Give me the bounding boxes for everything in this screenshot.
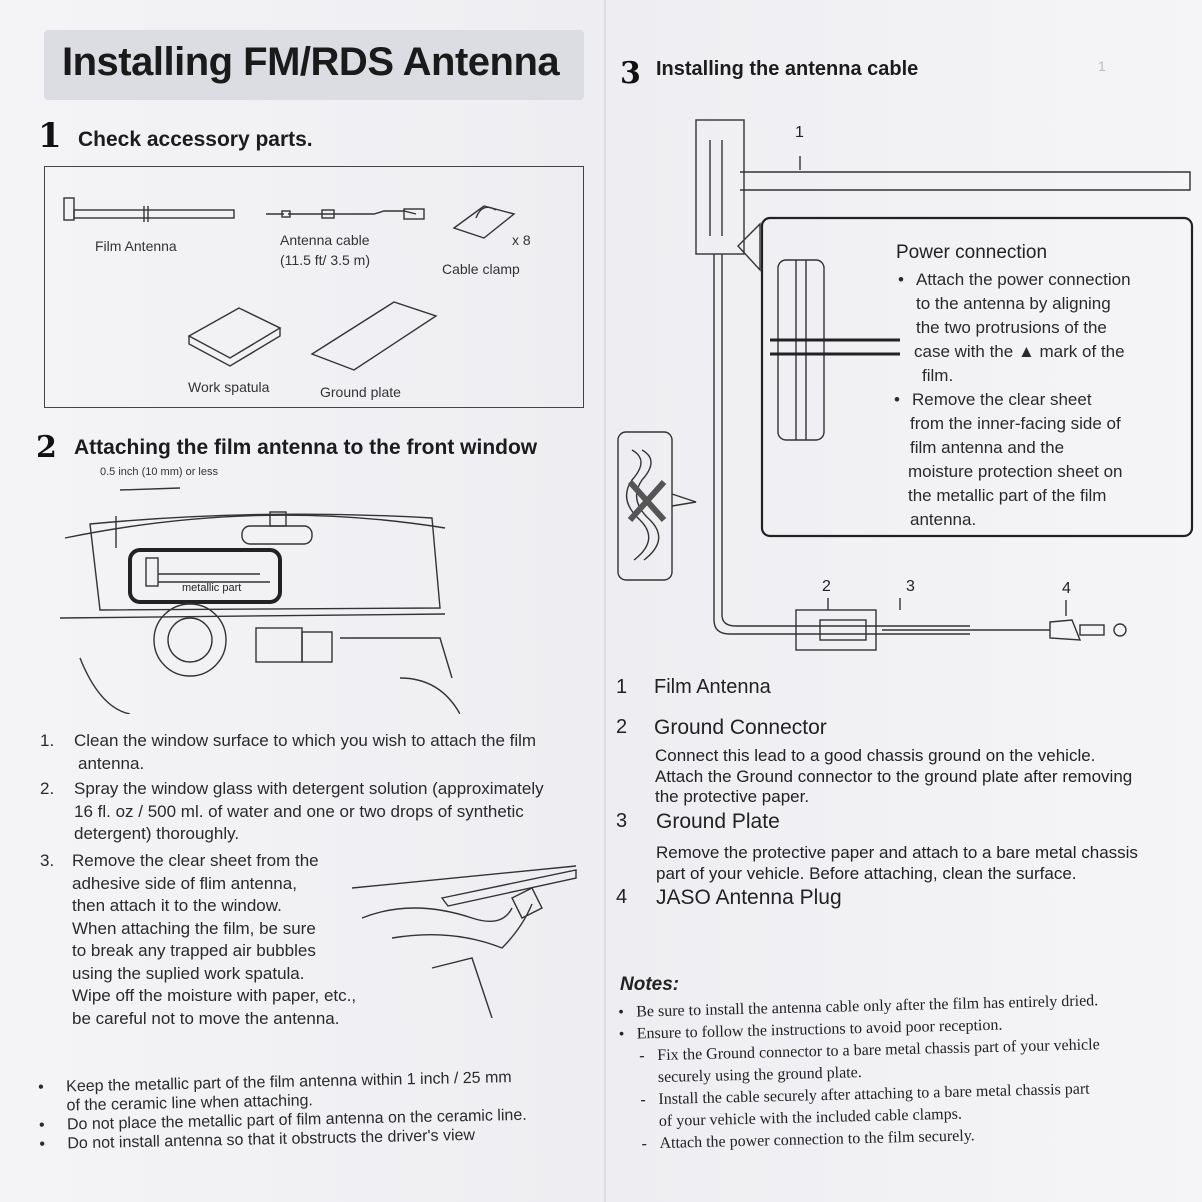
instruction-3-text: Remove the clear sheet from the adhesive… xyxy=(72,850,356,1030)
notes-heading: Notes: xyxy=(620,974,680,995)
callout-line: film antenna and the xyxy=(910,438,1065,457)
cable-installation-diagram xyxy=(617,119,1194,651)
instruction-3-line: Remove the clear sheet from the xyxy=(72,851,319,870)
diagram-label-4: 4 xyxy=(1062,580,1071,597)
page-title: Installing FM/RDS Antenna xyxy=(62,40,560,84)
instruction-1-line: Clean the window surface to which you wi… xyxy=(74,731,537,750)
legend-desc-line: Attach the Ground connector to the groun… xyxy=(655,766,1133,786)
metallic-part-label: metallic part xyxy=(182,582,242,594)
instruction-2-number: 2. xyxy=(40,779,55,798)
bullet-dot-icon: • xyxy=(894,390,900,409)
step3-heading: Installing the antenna cable xyxy=(656,58,919,80)
note-subtext: Attach the power connection to the film … xyxy=(659,1127,975,1153)
step1-heading: Check accessory parts. xyxy=(78,128,313,151)
instruction-3-line: using the suplied work spatula. xyxy=(72,963,305,983)
film-antenna-icon xyxy=(63,197,235,222)
ground-plate-label: Ground plate xyxy=(320,384,401,400)
legend-1-number: 1 xyxy=(616,676,628,698)
legend-3-number: 3 xyxy=(616,810,628,832)
instruction-2-line: Spray the window glass with detergent so… xyxy=(74,779,544,798)
instruction-2-text: Spray the window glass with detergent so… xyxy=(74,778,544,846)
instruction-3-line: be careful not to move the antenna. xyxy=(72,1008,340,1028)
legend-1-title: Film Antenna xyxy=(654,676,771,698)
dimension-note: 0.5 inch (10 mm) or less xyxy=(100,466,218,478)
diagram-label-1: 1 xyxy=(795,124,804,141)
instruction-3-line: to break any trapped air bubbles xyxy=(72,941,316,960)
bullet-dot-icon: • xyxy=(38,1078,44,1096)
bullet-notes: •Keep the metallic part of the film ante… xyxy=(38,1068,527,1154)
step1-number: 1 xyxy=(38,116,62,156)
legend-4-number: 4 xyxy=(616,886,628,908)
bullet-dot-icon: • xyxy=(39,1135,46,1153)
callout-line: the metallic part of the film xyxy=(908,486,1107,505)
legend-desc-line: Connect this lead to a good chassis grou… xyxy=(655,746,1096,765)
notes-list: •Be sure to install the antenna cable on… xyxy=(618,990,1102,1156)
page-fold xyxy=(604,0,606,1202)
diagram-label-3: 3 xyxy=(906,578,915,595)
instruction-2-line: 16 fl. oz / 500 ml. of water and one or … xyxy=(74,801,524,821)
page-mark: 1 xyxy=(1098,58,1106,74)
instruction-3-line: then attach it to the window. xyxy=(72,896,282,915)
callout-line: Remove the clear sheet xyxy=(912,390,1092,409)
callout-bullet: • Attach the power connection xyxy=(896,268,1131,292)
power-connection-title: Power connection xyxy=(896,242,1048,263)
legend-desc-line: part of your vehicle. Before attaching, … xyxy=(656,864,1077,883)
instruction-1-number: 1. xyxy=(40,731,55,750)
bullet-dot-icon: • xyxy=(898,270,904,289)
applying-film-illustration xyxy=(352,865,577,1018)
dash-icon: - xyxy=(639,1047,645,1065)
callout-line: from the inner-facing side of xyxy=(910,414,1121,433)
film-antenna-label: Film Antenna xyxy=(95,238,177,254)
legend-3-description: Remove the protective paper and attach t… xyxy=(656,842,1138,884)
accessory-parts-illustration xyxy=(63,197,516,371)
legend-2-title: Ground Connector xyxy=(654,716,827,739)
power-connection-text: • Attach the power connection to the ante… xyxy=(894,268,1131,532)
cable-clamp-icon xyxy=(452,205,516,239)
cable-clamp-quantity: x 8 xyxy=(512,232,531,248)
bullet-dot-icon: • xyxy=(38,1116,45,1134)
legend-4-title: JASO Antenna Plug xyxy=(656,886,842,909)
antenna-cable-label: Antenna cable xyxy=(280,232,370,248)
title-banner xyxy=(44,30,584,100)
bullet-dot-icon: • xyxy=(618,1003,625,1021)
callout-line: moisture protection sheet on xyxy=(908,462,1123,481)
work-spatula-label: Work spatula xyxy=(188,379,270,395)
instruction-3-line: adhesive side of flim antenna, xyxy=(72,873,297,893)
callout-bullet: • Remove the clear sheet xyxy=(894,388,1131,412)
legend-desc-line: the protective paper. xyxy=(655,787,810,806)
bullet-dot-icon: • xyxy=(618,1025,625,1043)
step3-number: 3 xyxy=(620,56,641,91)
diagram-label-2: 2 xyxy=(822,578,831,595)
legend-2-number: 2 xyxy=(616,716,628,738)
callout-line: to the antenna by aligning xyxy=(916,294,1111,313)
callout-line: the two protrusions of the xyxy=(916,318,1107,337)
instruction-1-line: antenna. xyxy=(78,753,145,773)
callout-line: Attach the power connection xyxy=(916,270,1131,289)
callout-line: film. xyxy=(922,366,954,385)
antenna-cable-icon xyxy=(266,208,425,220)
legend-3-title: Ground Plate xyxy=(656,810,780,833)
dash-icon: - xyxy=(640,1091,646,1109)
callout-line: antenna. xyxy=(910,510,977,529)
instruction-3-line: Wipe off the moisture with paper, etc., xyxy=(72,986,357,1005)
cable-clamp-label: Cable clamp xyxy=(442,261,520,277)
step2-number: 2 xyxy=(36,430,57,465)
instruction-3-line: When attaching the film, be sure xyxy=(72,918,316,938)
instruction-3-number: 3. xyxy=(40,851,55,870)
windshield-illustration xyxy=(60,487,460,714)
instruction-2-line: detergent) thoroughly. xyxy=(74,824,240,843)
callout-line: case with the ▲ mark of the xyxy=(914,342,1125,361)
ground-plate-icon xyxy=(310,301,438,371)
instruction-1-text: Clean the window surface to which you wi… xyxy=(74,730,536,775)
work-spatula-icon xyxy=(187,307,282,367)
legend-desc-line: Remove the protective paper and attach t… xyxy=(656,843,1138,862)
antenna-cable-length: (11.5 ft/ 3.5 m) xyxy=(280,252,370,268)
step2-heading: Attaching the film antenna to the front … xyxy=(74,436,538,459)
accessory-parts-box xyxy=(44,166,584,408)
dash-icon: - xyxy=(641,1135,648,1153)
legend-2-description: Connect this lead to a good chassis grou… xyxy=(655,746,1132,808)
